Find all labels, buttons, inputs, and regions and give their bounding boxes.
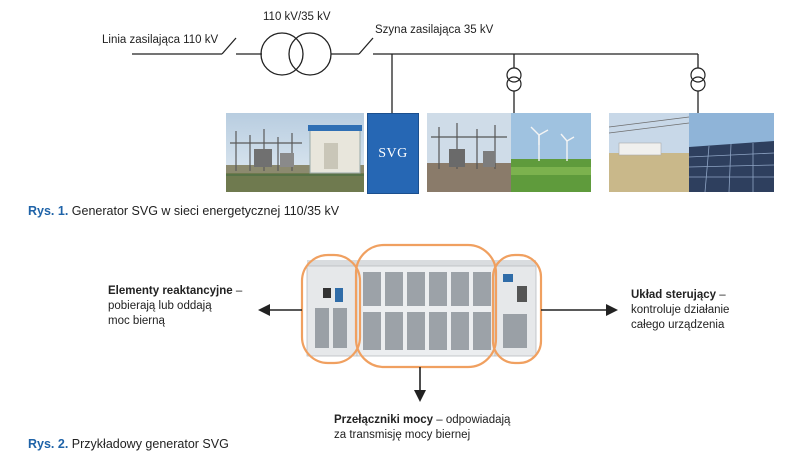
figure-2-caption-text: Przykładowy generator SVG: [71, 437, 229, 451]
figure-1-caption-text: Generator SVG w sieci energetycznej 110/…: [71, 204, 340, 218]
reactive-elements-line-3: moc bierną: [108, 315, 165, 327]
control-system-line-2: kontroluje działanie: [631, 304, 730, 316]
reactive-elements-dash: –: [232, 285, 243, 297]
feed-line-label: Linia zasilająca 110 kV: [102, 34, 219, 46]
power-switches-title: Przełączniki mocy: [334, 414, 434, 426]
wind-farm-photo: [427, 113, 591, 192]
power-switches-text-2: za transmisję mocy biernej: [334, 429, 471, 441]
busbar-switch: [358, 37, 374, 55]
figure-2-caption: Rys. 2. Przykładowy generator SVG: [28, 437, 229, 451]
down-arrow-head-icon: [414, 390, 426, 402]
solar-plant-photo: [609, 113, 774, 192]
small-transformer-2-top-icon: [690, 67, 706, 83]
substation-photo: [226, 113, 364, 192]
reactive-elements-description: Elementy reaktancyjne – pobierają lub od…: [108, 284, 258, 329]
left-arrow-head-icon: [258, 304, 270, 316]
transformer-primary-winding: [260, 32, 304, 76]
reactive-elements-line-2: pobierają lub oddają: [108, 300, 212, 312]
figure-2-caption-number: Rys. 2.: [28, 437, 69, 451]
control-system-highlight: [491, 253, 543, 365]
figure-1-caption-number: Rys. 1.: [28, 204, 69, 218]
busbar-label: Szyna zasilająca 35 kV: [375, 24, 494, 36]
power-switches-description: Przełączniki mocy – odpowiadają za trans…: [334, 413, 554, 443]
right-arrow-head-icon: [606, 304, 618, 316]
svg-generator-block: SVG: [367, 113, 419, 194]
control-system-line-3: całego urządzenia: [631, 319, 725, 331]
small-transformer-1-top-icon: [506, 67, 522, 83]
control-system-dash: –: [716, 289, 726, 301]
feed-switch: [221, 37, 237, 55]
power-switches-highlight: [354, 243, 498, 369]
control-system-title: Układ sterujący: [631, 289, 717, 301]
transformer-label: 110 kV/35 kV: [263, 11, 331, 23]
control-system-description: Układ sterujący – kontroluje działanie c…: [631, 288, 791, 333]
figure-1-caption: Rys. 1. Generator SVG w sieci energetycz…: [28, 204, 339, 218]
reactive-elements-title: Elementy reaktancyjne: [108, 285, 233, 297]
reactive-elements-highlight: [300, 253, 362, 365]
svg-cabinet-photo: [305, 258, 538, 358]
power-switches-text-1: – odpowiadają: [433, 414, 511, 426]
